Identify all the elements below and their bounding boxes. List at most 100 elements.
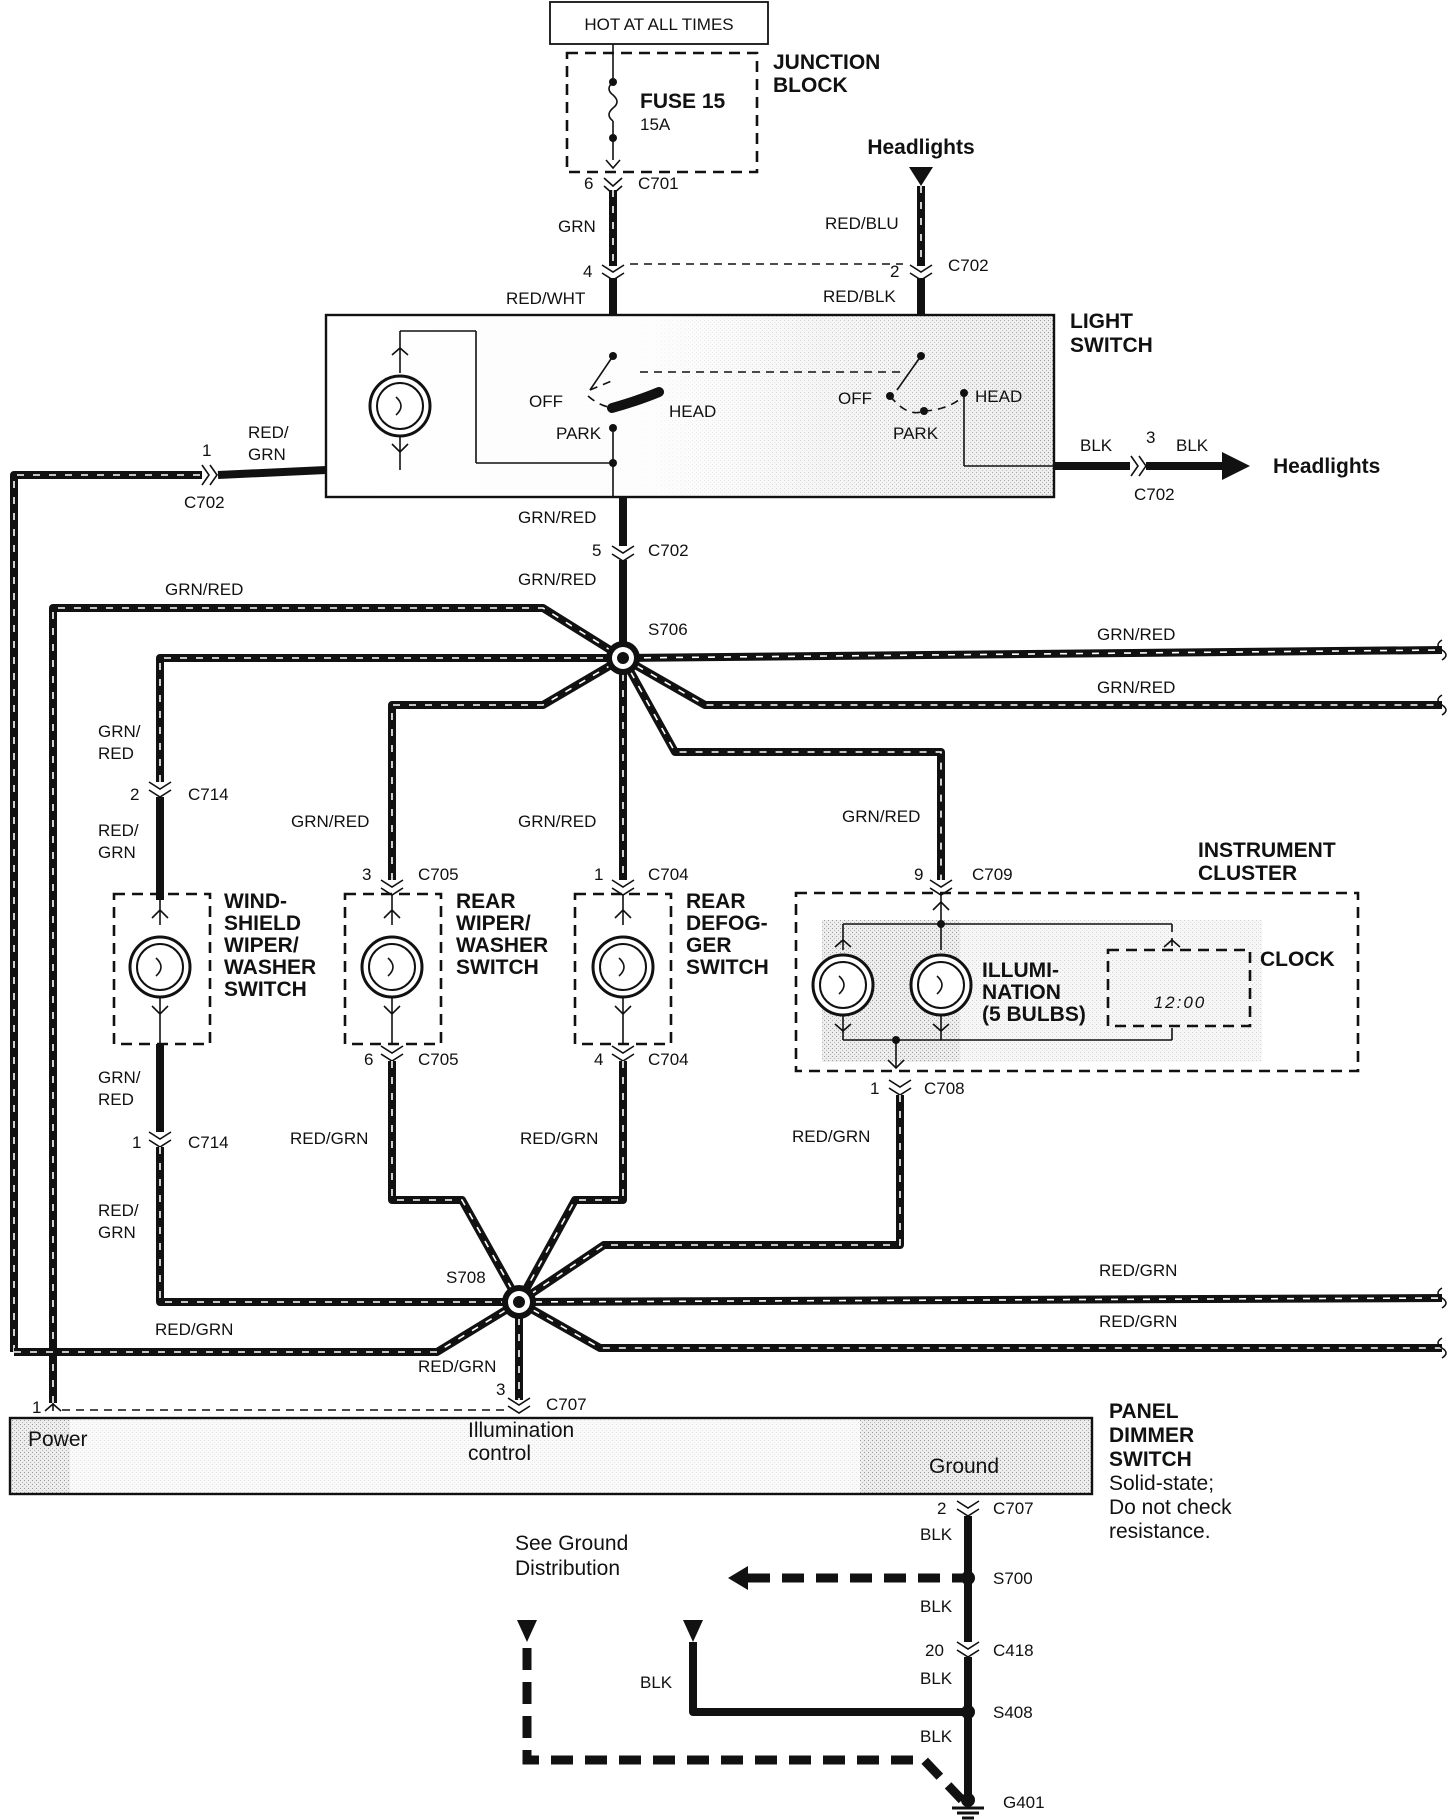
c709-pin: 9 (914, 865, 923, 884)
defog-switch-label-4: SWITCH (686, 956, 769, 979)
splice-s706-wires: S706 GRN/RED GRN/RED GRN/RED (49, 580, 1447, 1403)
c704-bottom-pin: 4 (594, 1050, 603, 1069)
dimmer-illum-label-1: Illumination (468, 1419, 574, 1442)
left-head-label: HEAD (669, 402, 716, 421)
c707-bottom-pin: 2 (937, 1499, 946, 1518)
rear-wiper-washer-switch: 3 C705 6 C705 REAR WIPER/ WASHER SWITCH (343, 865, 548, 1069)
wire-grn-slash-2-label: GRN/ (98, 1068, 141, 1087)
c704-top-pin: 1 (594, 865, 603, 884)
c714-bottom-pin: 1 (132, 1133, 141, 1152)
c702-left-label: C702 (184, 493, 225, 512)
connector-c707-top: 3 C707 1 (32, 1380, 587, 1417)
rear-wiper-switch-label-4: SWITCH (456, 956, 539, 979)
hot-at-all-times-label: HOT AT ALL TIMES (584, 15, 733, 34)
headlights-top-feed: Headlights RED/BLU 2 C702 RED/BLK (823, 136, 989, 318)
light-switch-bulb-icon (368, 330, 616, 470)
wire-red-grn-rear-wiper-label: RED/GRN (290, 1129, 368, 1148)
wire-red-wht-label: RED/WHT (506, 289, 585, 308)
c702-mid-label: C702 (648, 541, 689, 560)
c418-label: C418 (993, 1641, 1034, 1660)
dimmer-power-label: Power (28, 1428, 88, 1451)
wire-red-only-label: RED (98, 744, 134, 763)
rear-defogger-switch: 1 C704 4 C704 REAR DEFOG- GER SWITCH (573, 865, 769, 1069)
headlights-output: BLK 3 BLK C702 Headlights (1054, 428, 1380, 504)
wire-grn-red-lower-label: GRN/RED (518, 570, 596, 589)
c705-top-pin: 3 (362, 865, 371, 884)
c707-top-label: C707 (546, 1395, 587, 1414)
wire-grn-slash-label: GRN/ (98, 722, 141, 741)
wire-red-grn-left-label: RED/GRN (155, 1320, 233, 1339)
panel-dimmer-switch: Power Illumination control Ground PANEL … (8, 1400, 1232, 1543)
connector-c714-top: 2 C714 RED/ GRN (98, 781, 229, 900)
ground-circuit: 2 C707 BLK S700 See Ground Distribution … (515, 1499, 1045, 1820)
wire-grn-red-top-left-label: GRN/RED (165, 580, 243, 599)
wire-grn-red-right-1-label: GRN/RED (1097, 625, 1175, 644)
wire-grn-red-upper-label: GRN/RED (518, 508, 596, 527)
wire-grn-label: GRN (558, 217, 596, 236)
wire-grn-only-2-label: GRN (98, 843, 136, 862)
fuse-rating: 15A (640, 115, 671, 134)
wire-blk-4-label: BLK (640, 1673, 673, 1692)
c705-bottom-pin: 6 (364, 1050, 373, 1069)
connector-c701: 6 C701 (584, 174, 679, 196)
wire-grn-feed: GRN 4 RED/WHT (506, 190, 625, 318)
junction-block-title-1: JUNCTION (773, 51, 880, 74)
windshield-wiper-washer-switch: WIND- SHIELD WIPER/ WASHER SWITCH (112, 890, 316, 1046)
instrument-cluster: 9 C709 INSTRUMENT CLUSTER ILLUMI- N (794, 839, 1360, 1073)
right-off-label: OFF (838, 389, 872, 408)
headlights-top-label: Headlights (867, 136, 974, 159)
windshield-switch-label-1: WIND- (224, 890, 287, 913)
illumination-label-1: ILLUMI- (982, 959, 1059, 982)
ground-note-1: See Ground (515, 1532, 628, 1555)
clock-label: CLOCK (1260, 948, 1335, 971)
dimmer-title-3: SWITCH (1109, 1448, 1192, 1471)
splice-s708-wires: S708 RED/GRN RED/GRN RED/GRN RED/GRN RED… (14, 1061, 1447, 1400)
left-off-label: OFF (529, 392, 563, 411)
c702-pin-2: 2 (890, 262, 899, 281)
c702-pin-5: 5 (592, 541, 601, 560)
c704-bottom-label: C704 (648, 1050, 689, 1069)
clock-display: 12:00 (1154, 993, 1207, 1012)
c709-label: C709 (972, 865, 1013, 884)
wire-red-grn-cluster-label: RED/GRN (792, 1127, 870, 1146)
wire-blk-3-label: BLK (920, 1669, 953, 1688)
wire-grn-red-right-2-label: GRN/RED (1097, 678, 1175, 697)
right-park-label: PARK (893, 424, 939, 443)
hot-at-all-times-box: HOT AT ALL TIMES (549, 1, 769, 45)
connector-c708: 1 C708 (870, 1079, 965, 1098)
illumination-label-3: (5 BULBS) (982, 1003, 1086, 1026)
ground-note-2: Distribution (515, 1557, 620, 1580)
light-switch-title-2: SWITCH (1070, 334, 1153, 357)
s408-label: S408 (993, 1703, 1033, 1722)
wire-red-grn-to-light-switch: 1 C702 RED/ GRN (10, 423, 327, 1352)
wire-blk-1-label: BLK (920, 1525, 953, 1544)
left-park-label: PARK (556, 424, 602, 443)
park-switch-contacts: OFF PARK HEAD (838, 352, 1054, 467)
wire-red-only-2-label: RED (98, 1090, 134, 1109)
c702-pin-4: 4 (583, 262, 592, 281)
c708-pin: 1 (870, 1079, 879, 1098)
c707-bottom-label: C707 (993, 1499, 1034, 1518)
c708-label: C708 (924, 1079, 965, 1098)
wire-grn-red-defog-label: GRN/RED (518, 812, 596, 831)
cluster-title-2: CLUSTER (1198, 862, 1297, 885)
wire-grn-only-3-label: GRN (98, 1223, 136, 1242)
g401-label: G401 (1003, 1793, 1045, 1812)
headlights-right-label: Headlights (1273, 455, 1380, 478)
c702-pin-3: 3 (1146, 428, 1155, 447)
dimmer-note-2: Do not check (1109, 1496, 1232, 1519)
rear-wiper-switch-label-2: WIPER/ (456, 912, 531, 935)
dimmer-ground-label: Ground (929, 1455, 999, 1478)
wire-blk-2-label: BLK (920, 1597, 953, 1616)
c702-right-label: C702 (1134, 485, 1175, 504)
c714-top-pin: 2 (130, 785, 139, 804)
c705-top-label: C705 (418, 865, 459, 884)
dimmer-note-1: Solid-state; (1109, 1472, 1214, 1495)
wire-blk-right-label: BLK (1176, 436, 1209, 455)
c707-left-pin: 1 (32, 1398, 41, 1417)
c714-bottom-label: C714 (188, 1133, 229, 1152)
wire-blk-5-label: BLK (920, 1727, 953, 1746)
headlamp-switch-contacts: OFF PARK HEAD (529, 352, 900, 497)
c705-bottom-label: C705 (418, 1050, 459, 1069)
c701-pin: 6 (584, 174, 593, 193)
